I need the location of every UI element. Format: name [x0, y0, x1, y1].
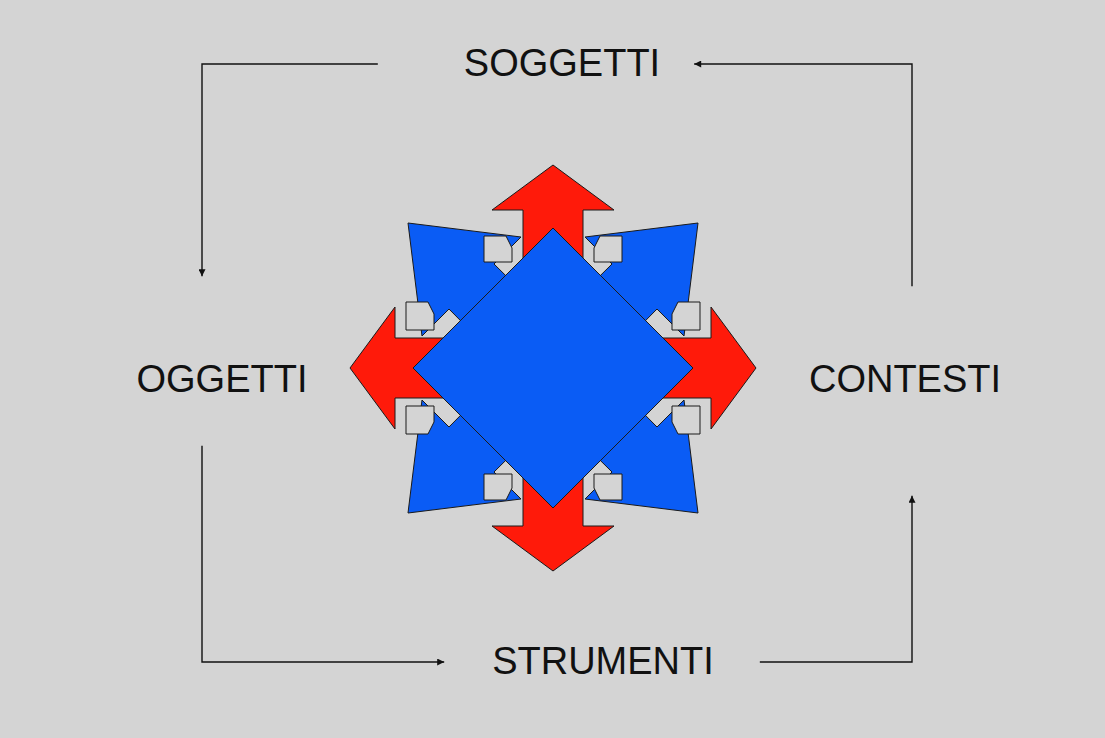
cutout: [484, 236, 512, 262]
label-node: SOGGETTI: [458, 38, 666, 90]
flow-arrow: [202, 64, 378, 276]
label-node: OGGETTI: [131, 354, 314, 406]
cutout: [594, 474, 622, 500]
label-node: CONTESTI: [803, 354, 1007, 406]
cutout: [594, 236, 622, 262]
flow-arrow: [694, 64, 912, 286]
cutout: [406, 302, 434, 330]
node-label: CONTESTI: [809, 358, 1001, 402]
cutout: [672, 406, 700, 434]
node-label: OGGETTI: [137, 358, 308, 402]
label-node: STRUMENTI: [486, 636, 720, 688]
flow-arrow: [760, 496, 912, 662]
cutout: [484, 474, 512, 500]
blue-diamond: [413, 228, 693, 508]
flow-arrow: [202, 446, 444, 662]
cutout: [672, 302, 700, 330]
node-label: SOGGETTI: [464, 42, 660, 86]
cutout: [406, 406, 434, 434]
node-label: STRUMENTI: [492, 640, 714, 684]
